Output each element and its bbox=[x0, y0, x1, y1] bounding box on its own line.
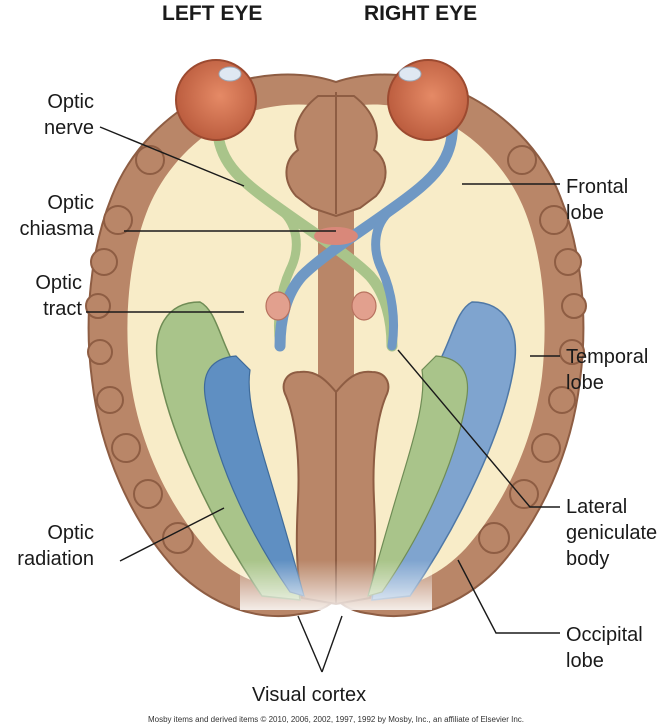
left-eyeball bbox=[175, 59, 257, 141]
leader-occipital-lobe bbox=[457, 559, 560, 634]
copyright-credit: Mosby items and derived items © 2010, 20… bbox=[147, 715, 525, 724]
leader-visual-cortex-right bbox=[321, 615, 343, 673]
right-eye-heading: RIGHT EYE bbox=[364, 2, 478, 25]
leader-lateral-geniculate bbox=[397, 349, 560, 508]
visual-cortex-label: Visual cortex bbox=[252, 684, 367, 706]
occipital-fade bbox=[240, 560, 432, 610]
leader-lines bbox=[86, 126, 560, 673]
right-eyeball bbox=[387, 59, 469, 141]
right-nucleus bbox=[351, 291, 377, 321]
left-eye-heading: LEFT EYE bbox=[162, 2, 263, 25]
leader-optic-nerve bbox=[99, 126, 245, 187]
leader-optic-radiation bbox=[119, 507, 225, 562]
leader-visual-cortex-left bbox=[297, 615, 323, 673]
left-nucleus bbox=[265, 291, 291, 321]
